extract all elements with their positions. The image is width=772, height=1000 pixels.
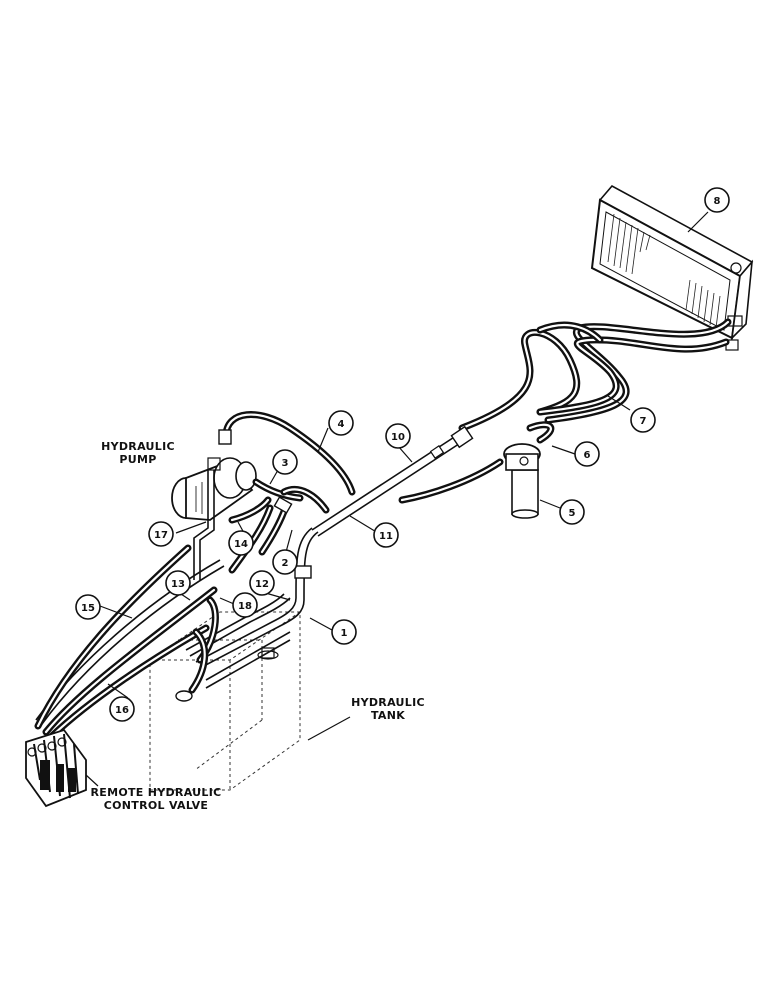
hydraulic-tank [149, 611, 301, 791]
svg-text:12: 12 [255, 579, 269, 590]
svg-text:4: 4 [338, 419, 345, 430]
svg-text:8: 8 [714, 196, 721, 207]
callout-14: 14 [228, 530, 254, 556]
line-10 [311, 425, 474, 537]
svg-text:17: 17 [154, 530, 168, 541]
callout-1: 1 [331, 619, 357, 645]
tank-label-line1: HYDRAULIC [351, 696, 425, 709]
callout-7: 7 [630, 407, 656, 433]
valve-label-line2: CONTROL VALVE [104, 799, 209, 812]
valve-label-line1: REMOTE HYDRAULIC [91, 786, 222, 799]
svg-text:2: 2 [282, 558, 289, 569]
callout-13: 13 [165, 570, 191, 596]
svg-text:1: 1 [341, 628, 348, 639]
svg-text:16: 16 [115, 705, 129, 716]
tank-label-line2: TANK [371, 709, 405, 722]
hydraulic-pump [171, 457, 257, 580]
callout-2: 2 [272, 549, 298, 575]
tank-lines [185, 527, 319, 689]
remote-valve-lines [34, 544, 225, 740]
callout-18: 18 [232, 592, 258, 618]
svg-text:5: 5 [569, 508, 576, 519]
callout-12: 12 [249, 570, 275, 596]
callout-4: 4 [328, 410, 354, 436]
svg-text:3: 3 [282, 458, 289, 469]
return-hose [398, 458, 504, 504]
callout-6: 6 [574, 441, 600, 467]
callout-10: 10 [385, 423, 411, 449]
callout-8: 8 [704, 187, 730, 213]
callout-3: 3 [272, 449, 298, 475]
cooler-hoses [458, 318, 732, 432]
remote-control-valve [25, 728, 87, 808]
svg-text:10: 10 [391, 432, 405, 443]
oil-filter [503, 421, 555, 519]
callout-15: 15 [75, 594, 101, 620]
pump-label-line1: HYDRAULIC [101, 440, 175, 453]
svg-text:7: 7 [640, 416, 647, 427]
callout-11: 11 [373, 522, 399, 548]
callout-16: 16 [109, 696, 135, 722]
svg-text:6: 6 [584, 450, 591, 461]
svg-text:18: 18 [238, 601, 252, 612]
callout-5: 5 [559, 499, 585, 525]
hose-4 [218, 411, 356, 496]
pump-hoses [228, 478, 330, 574]
svg-text:13: 13 [171, 579, 185, 590]
callout-17: 17 [148, 521, 174, 547]
svg-text:15: 15 [81, 603, 95, 614]
svg-text:11: 11 [379, 531, 393, 542]
pump-label-line2: PUMP [119, 453, 156, 466]
svg-text:14: 14 [234, 539, 248, 550]
oil-cooler [590, 184, 754, 351]
